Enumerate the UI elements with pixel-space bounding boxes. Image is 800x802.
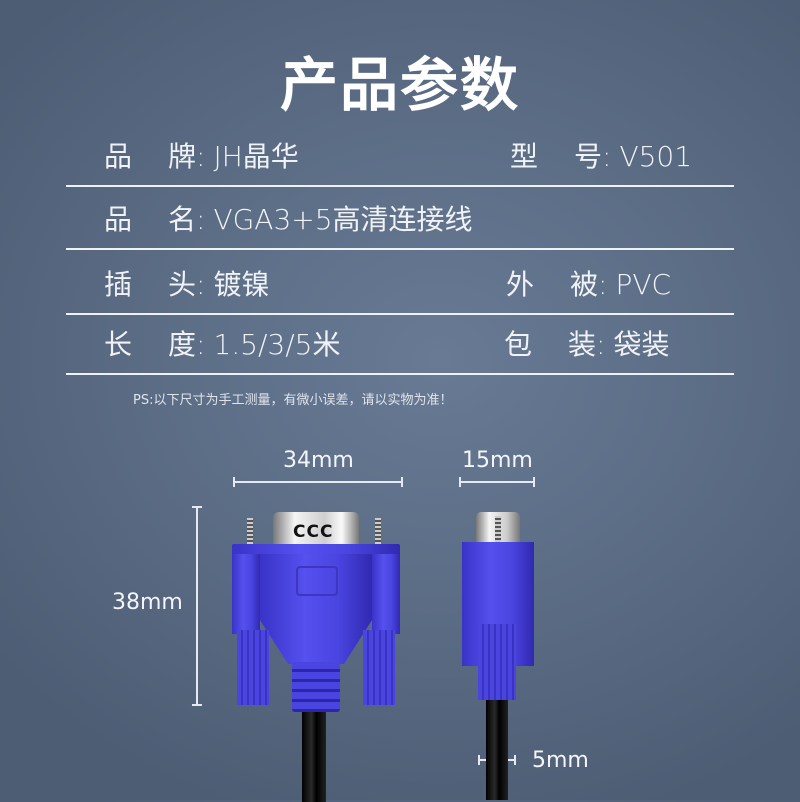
colon: : (196, 268, 206, 301)
metal-shell: CCC (273, 512, 359, 548)
screw-icon (247, 518, 253, 544)
cable (486, 700, 508, 800)
measurement-note: PS:以下尺寸为手工测量，有微小误差，请以实物为准！ (133, 393, 453, 408)
connector-post (232, 554, 260, 634)
spec-key: 度 (168, 328, 197, 361)
spec-key: 外 (506, 268, 535, 301)
spec-row-plug: 插头:镀镍 外被:PVC (66, 255, 734, 315)
spec-value: 袋装 (613, 328, 670, 361)
connector-body (260, 554, 372, 664)
colon: : (598, 268, 608, 301)
thumbscrew-knob (478, 624, 516, 700)
spec-length: 长 度:1.5/3/5米 (104, 315, 340, 375)
vga-connector-side-image (460, 510, 536, 800)
spec-key: 包 (504, 328, 533, 361)
spec-key: 头 (168, 268, 197, 301)
spec-key: 牌 (168, 140, 197, 173)
height-label: 38mm (112, 590, 183, 615)
height-line (192, 506, 202, 706)
colon: : (196, 328, 206, 361)
thumbscrew-knob (237, 630, 269, 705)
strain-relief (292, 662, 340, 712)
divider (66, 373, 734, 375)
spec-package: 包 装:袋装 (504, 315, 669, 375)
front-width-line (233, 477, 403, 487)
spec-row-length: 长度:1.5/3/5米 包装:袋装 (66, 315, 734, 375)
spec-model: 型 号:V501 (510, 127, 692, 187)
spec-key: 品 (104, 140, 133, 173)
spec-jacket: 外 被:PVC (506, 255, 671, 315)
spec-key: 插 (104, 268, 133, 301)
spec-value: PVC (615, 268, 672, 301)
vga-connector-front-image: CCC (230, 510, 402, 802)
front-width-label: 34mm (283, 448, 354, 473)
spec-key: 型 (510, 140, 539, 173)
thumbscrew-knob (363, 630, 395, 705)
screw-icon (375, 518, 381, 544)
side-width-line (459, 477, 535, 487)
spec-value: 镀镍 (213, 268, 270, 301)
spec-key: 号 (574, 140, 603, 173)
badge-recess (296, 566, 338, 596)
spec-value: VGA3+5高清连接线 (213, 203, 473, 236)
spec-row-brand: 品牌:JH晶华 型号:V501 (66, 127, 734, 187)
spec-key: 长 (104, 328, 133, 361)
spec-value: JH晶华 (213, 140, 299, 173)
spec-key: 装 (568, 328, 597, 361)
divider (66, 313, 734, 315)
colon: : (196, 203, 206, 236)
spec-value: V501 (619, 140, 693, 173)
spec-brand: 品 牌:JH晶华 (104, 127, 299, 187)
spec-value: 1.5/3/5米 (213, 328, 341, 361)
ccc-mark: CCC (293, 522, 334, 542)
spec-key: 品 (104, 203, 133, 236)
divider (66, 248, 734, 250)
cable-diameter-label: 5mm (532, 748, 589, 773)
side-width-label: 15mm (462, 448, 533, 473)
colon: : (602, 140, 612, 173)
spec-key: 名 (168, 203, 197, 236)
spec-row-name: 品 名:VGA3+5高清连接线 (66, 190, 734, 250)
cable (302, 712, 326, 802)
divider (66, 185, 734, 187)
metal-shell (476, 512, 520, 546)
page-title: 产品参数 (279, 51, 520, 119)
spec-plug: 插 头:镀镍 (104, 255, 269, 315)
colon: : (596, 328, 606, 361)
screw-icon (495, 516, 501, 542)
colon: : (196, 140, 206, 173)
spec-key: 被 (570, 268, 599, 301)
connector-flange (232, 544, 400, 556)
spec-name: 品 名:VGA3+5高清连接线 (104, 190, 473, 250)
connector-post (372, 554, 400, 634)
